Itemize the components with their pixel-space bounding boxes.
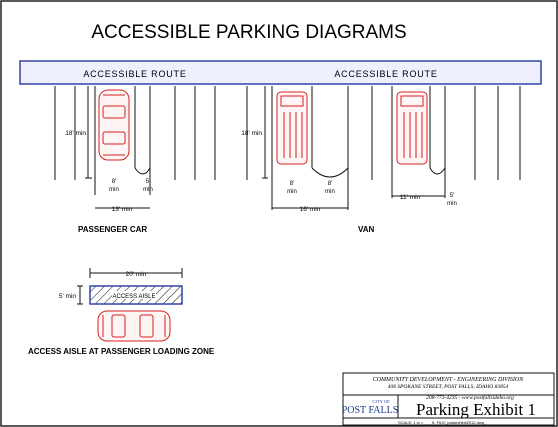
loading-zone-label: ACCESS AISLE AT PASSENGER LOADING ZONE — [28, 347, 215, 356]
car-depth-dim: 18' min — [65, 130, 86, 137]
route-label-right: ACCESSIBLE ROUTE — [334, 69, 437, 79]
car-stall-dim: 5' — [146, 179, 150, 185]
car-total-dim: 13' min — [112, 206, 133, 213]
van2-aisle-dim: 5' — [450, 193, 454, 199]
access-aisle-label-bg — [112, 291, 156, 299]
zone-width-dim: 5' min — [59, 293, 77, 300]
diagram-title: ACCESSIBLE PARKING DIAGRAMS — [91, 22, 406, 43]
van-aisle-min: min — [287, 189, 297, 195]
van2-width-dim: 11' min — [400, 194, 421, 201]
car-stall-min: min — [143, 187, 153, 193]
van-section — [246, 86, 521, 210]
van-total-dim: 16' min — [300, 206, 321, 213]
exhibit-title: Parking Exhibit 1 — [416, 400, 536, 419]
car-aisle-dim: 8' — [112, 179, 116, 185]
van2-aisle-min: min — [447, 201, 457, 207]
van-icon — [276, 91, 308, 165]
loading-zone-section — [77, 268, 183, 305]
title-block-contact: 208-773-4235 - www.postfallsidaho.org — [426, 394, 514, 401]
car-aisle-min: min — [109, 187, 119, 193]
van-stall-min: min — [325, 189, 335, 195]
accessible-route-band — [19, 60, 542, 85]
city-logo: POST FALLS — [342, 405, 399, 416]
route-label-left: ACCESSIBLE ROUTE — [83, 69, 186, 79]
passenger-car-label: PASSENGER CAR — [78, 225, 147, 234]
van-stall-dim: 8' — [328, 181, 332, 187]
car-icon — [97, 310, 171, 342]
van-depth-dim: 18' min — [241, 130, 262, 137]
title-block — [342, 372, 555, 426]
access-aisle-label: ACCESS AISLE — [112, 294, 155, 300]
van-icon — [396, 91, 428, 165]
title-block-footer: SCALE: 1 in = ___ ft. FILE: parkexhibit2… — [398, 420, 484, 425]
passenger-car-section — [54, 86, 216, 209]
logo-city-text: CITY OF — [372, 399, 390, 404]
zone-length-dim: 20' min — [126, 271, 147, 278]
title-block-dept: COMMUNITY DEVELOPMENT - ENGINEERING DIVI… — [373, 377, 525, 383]
van-aisle-dim: 8' — [290, 181, 294, 187]
van-label: VAN — [358, 225, 375, 234]
car-icon — [98, 89, 130, 161]
title-block-address: 408 SPOKANE STREET, POST FALLS, IDAHO 83… — [388, 383, 509, 390]
